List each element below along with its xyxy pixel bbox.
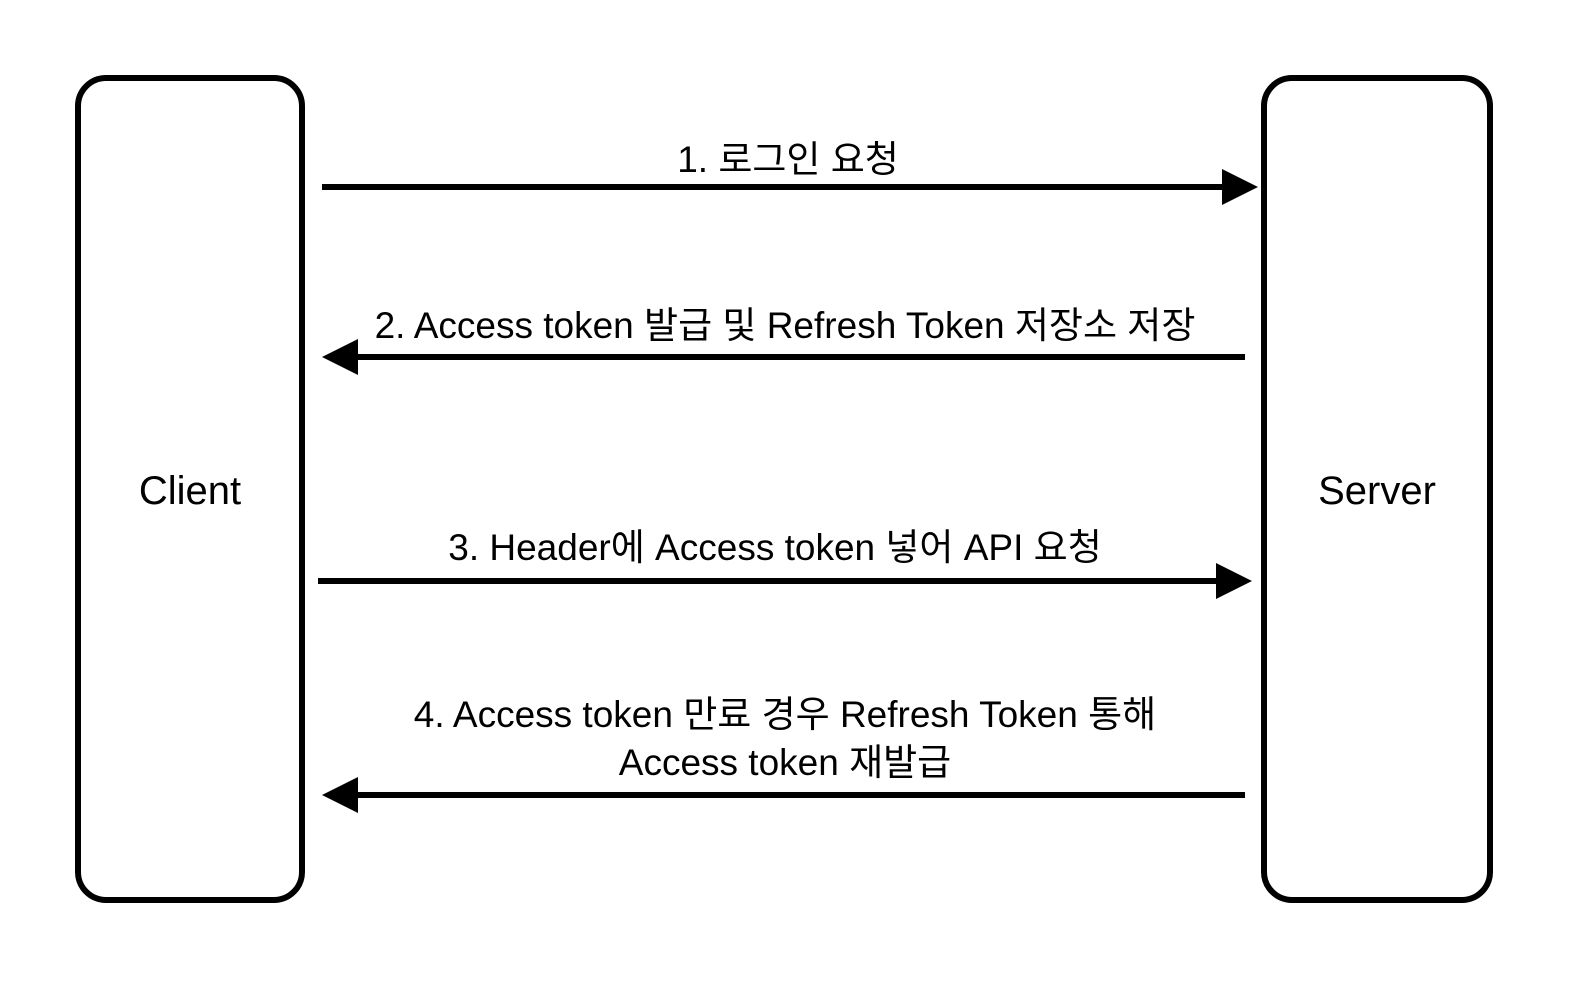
actor-server: Server: [1261, 75, 1493, 903]
client-label: Client: [139, 469, 241, 513]
message-1-label: 1. 로그인 요청: [677, 139, 899, 180]
arrowhead-right-icon: [1216, 563, 1252, 599]
actor-client: Client: [75, 75, 305, 903]
arrowhead-left-icon: [322, 777, 358, 813]
message-2: 2. Access token 발급 및 Refresh Token 저장소 저…: [322, 305, 1245, 375]
message-1: 1. 로그인 요청: [322, 139, 1258, 205]
server-label: Server: [1318, 469, 1436, 513]
client-box: [75, 75, 305, 903]
arrowhead-right-icon: [1222, 169, 1258, 205]
message-3-label: 3. Header에 Access token 넣어 API 요청: [448, 527, 1102, 568]
message-4: 4. Access token 만료 경우 Refresh Token 통해 A…: [322, 694, 1245, 813]
server-box: [1261, 75, 1493, 903]
message-4-label-line2: Access token 재발급: [619, 742, 951, 783]
arrowhead-left-icon: [322, 339, 358, 375]
message-3: 3. Header에 Access token 넣어 API 요청: [318, 527, 1252, 599]
message-2-label: 2. Access token 발급 및 Refresh Token 저장소 저…: [375, 305, 1196, 346]
message-4-label-line1: 4. Access token 만료 경우 Refresh Token 통해: [414, 694, 1156, 735]
